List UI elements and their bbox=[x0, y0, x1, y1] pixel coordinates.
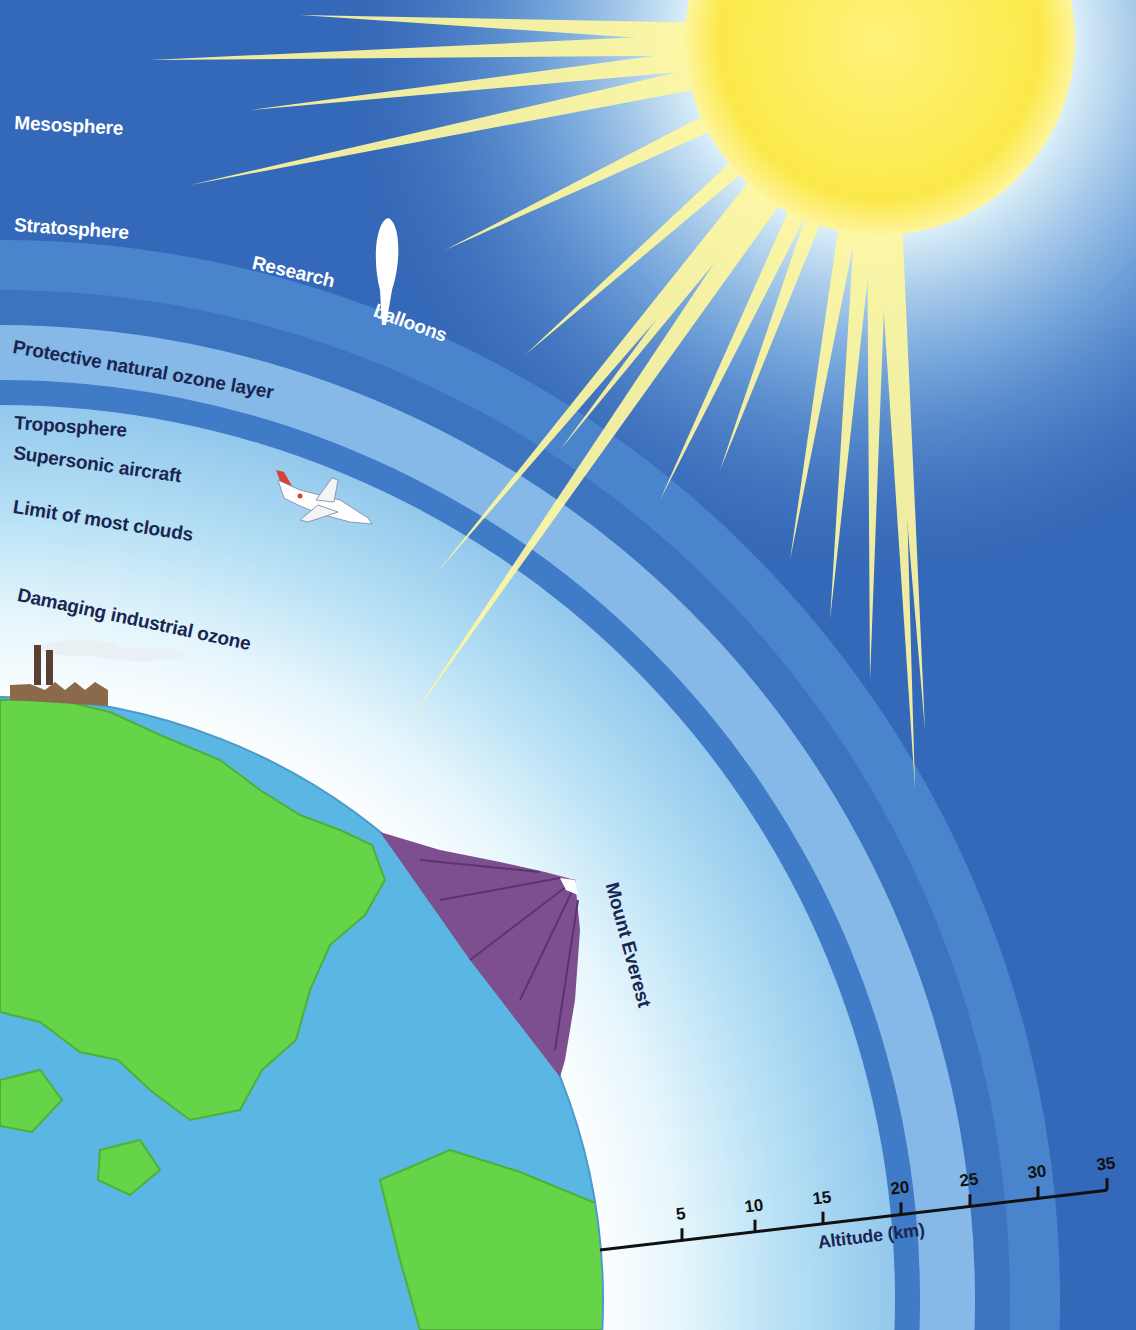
feature-label: Limit of most clouds bbox=[12, 496, 195, 546]
feature-label: balloons bbox=[371, 300, 450, 347]
wing bbox=[300, 505, 338, 522]
marking bbox=[298, 494, 303, 499]
ozone-band bbox=[0, 325, 975, 1330]
layer-label: Stratosphere bbox=[13, 214, 129, 244]
tail bbox=[276, 470, 292, 486]
axis-tick bbox=[681, 1228, 684, 1240]
chimney bbox=[34, 645, 41, 685]
stratosphere-band bbox=[0, 290, 1010, 1330]
axis-number: 30 bbox=[1026, 1162, 1047, 1184]
dark-band bbox=[0, 380, 920, 1330]
troposphere bbox=[0, 405, 895, 1330]
axis-tick bbox=[1106, 1178, 1109, 1190]
feature-label: Supersonic aircraft bbox=[12, 442, 183, 487]
axis-number: 35 bbox=[1095, 1154, 1116, 1176]
axis-tick bbox=[822, 1212, 825, 1224]
wing bbox=[316, 478, 338, 502]
layer-label: Mesosphere bbox=[14, 112, 124, 140]
sun bbox=[685, 0, 1075, 235]
factory bbox=[10, 640, 185, 706]
snow-cap bbox=[560, 878, 578, 895]
layer-label: Protective natural ozone layer bbox=[11, 336, 275, 403]
layer-label: Troposphere bbox=[13, 412, 127, 442]
feature-label: Research bbox=[250, 252, 337, 292]
earth-rim bbox=[0, 697, 603, 1330]
axis-number: 15 bbox=[811, 1187, 832, 1209]
island bbox=[98, 1140, 160, 1195]
island bbox=[0, 1070, 62, 1132]
supersonic-aircraft bbox=[276, 470, 372, 524]
feature-label: Damaging industrial ozone bbox=[15, 584, 252, 655]
mount-everest bbox=[380, 832, 580, 1077]
axis-number: 20 bbox=[889, 1178, 910, 1200]
axis-tick bbox=[900, 1203, 903, 1215]
continent bbox=[380, 1150, 620, 1330]
chimney bbox=[46, 650, 53, 685]
axis-tick bbox=[754, 1220, 757, 1232]
axis-number: 25 bbox=[958, 1170, 979, 1192]
axis-title: Altitude (km) bbox=[817, 1220, 926, 1254]
axis-tick bbox=[969, 1194, 972, 1206]
mountain-label: Mount Everest bbox=[601, 880, 655, 1010]
smoke bbox=[95, 647, 185, 661]
fuselage bbox=[278, 480, 372, 524]
axis-number: 5 bbox=[675, 1204, 687, 1225]
factory-building bbox=[10, 682, 108, 706]
mountain-ridges bbox=[420, 860, 578, 1050]
continent bbox=[0, 700, 385, 1120]
axis-number: 10 bbox=[743, 1195, 764, 1217]
mountain bbox=[380, 832, 580, 1077]
continents bbox=[0, 700, 620, 1330]
axis-tick bbox=[1037, 1186, 1040, 1198]
